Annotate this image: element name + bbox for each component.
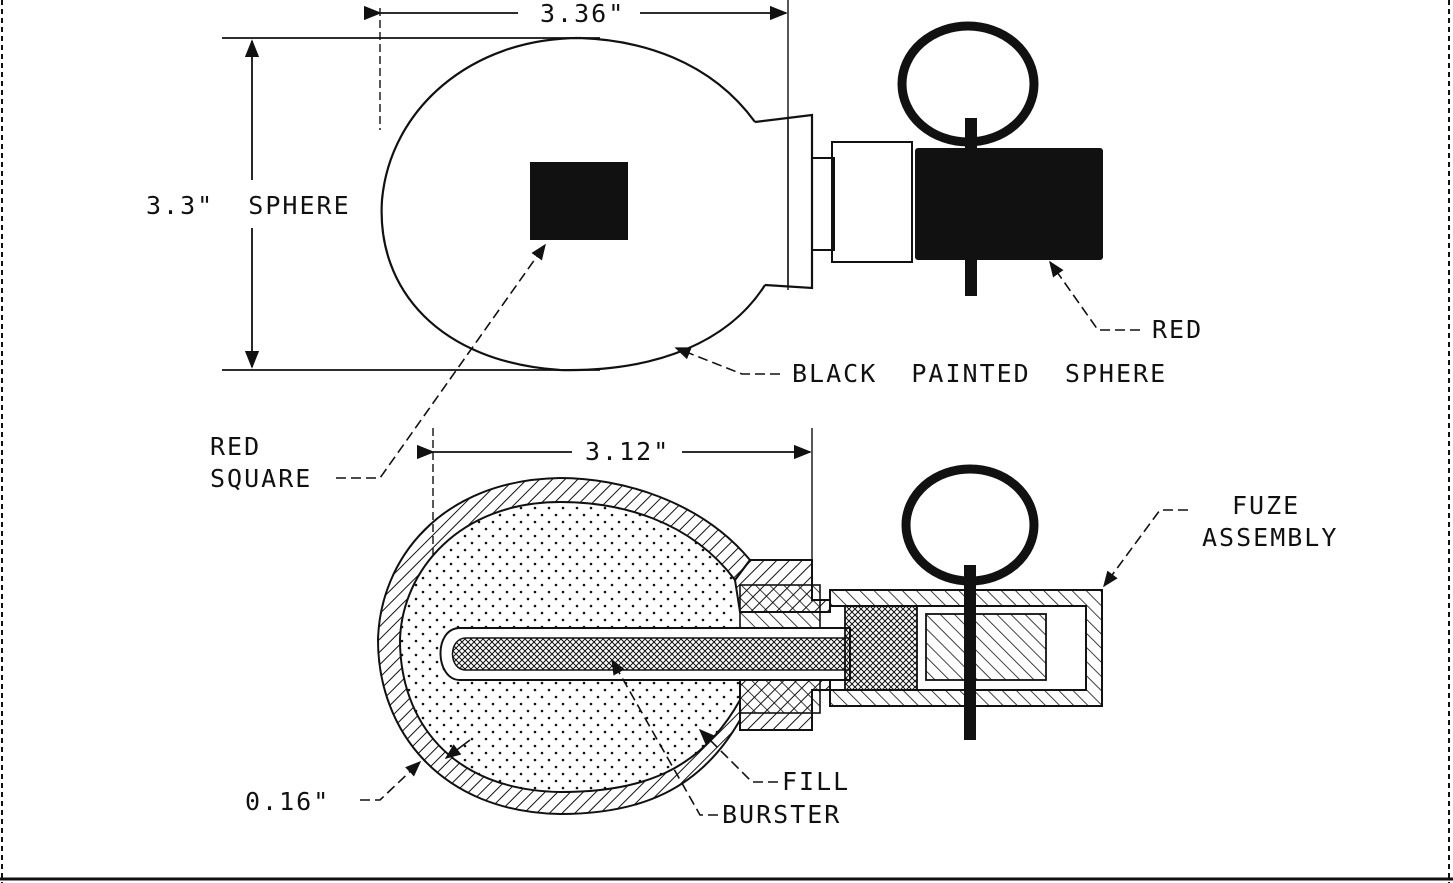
fuze-label-line2: ASSEMBLY xyxy=(1202,523,1338,552)
dim-312-label: 3.12" xyxy=(585,437,670,466)
red-square-label-line2: SQUARE xyxy=(210,464,312,493)
safety-pin xyxy=(965,118,977,296)
red-leader xyxy=(1049,260,1140,331)
section-safety-pin xyxy=(964,565,976,740)
wall-thickness-leader xyxy=(360,760,422,801)
red-square xyxy=(530,162,628,240)
sphere-neck xyxy=(754,113,814,290)
fuze-detonator xyxy=(844,605,918,691)
dim-336-label: 3.36" xyxy=(540,0,625,28)
red-label: RED xyxy=(1152,315,1203,344)
section-view xyxy=(376,428,1103,816)
bottom-leaders xyxy=(360,509,1188,816)
red-square-leader xyxy=(336,243,546,479)
wall-thickness-leader-2 xyxy=(444,739,471,759)
fuze-collar xyxy=(831,141,913,263)
fuze-label-line1: FUZE xyxy=(1232,491,1300,520)
fill-label: FILL xyxy=(782,767,850,796)
fuze-plunger xyxy=(925,613,1047,681)
top-leaders xyxy=(336,243,1140,479)
black-painted-sphere-label: BLACK PAINTED SPHERE xyxy=(792,359,1167,388)
red-square-label-line1: RED xyxy=(210,432,261,461)
burster-charge xyxy=(451,637,851,671)
red-fuze-block xyxy=(915,148,1103,260)
fill-leader xyxy=(698,728,778,783)
neck-insert-upper xyxy=(739,584,821,631)
section-pull-ring xyxy=(901,464,1039,586)
top-view xyxy=(222,0,1103,372)
fuze-connector xyxy=(811,157,835,251)
burster-label: BURSTER xyxy=(722,800,841,829)
wall-thickness-label: 0.16" xyxy=(245,787,330,816)
dim-33-label: 3.3" SPHERE xyxy=(146,191,351,220)
pull-ring xyxy=(897,21,1039,147)
black-sphere-leader xyxy=(674,347,780,375)
sphere-outline xyxy=(380,36,766,372)
burster-leader xyxy=(611,658,718,816)
fuze-leader xyxy=(1103,509,1188,588)
